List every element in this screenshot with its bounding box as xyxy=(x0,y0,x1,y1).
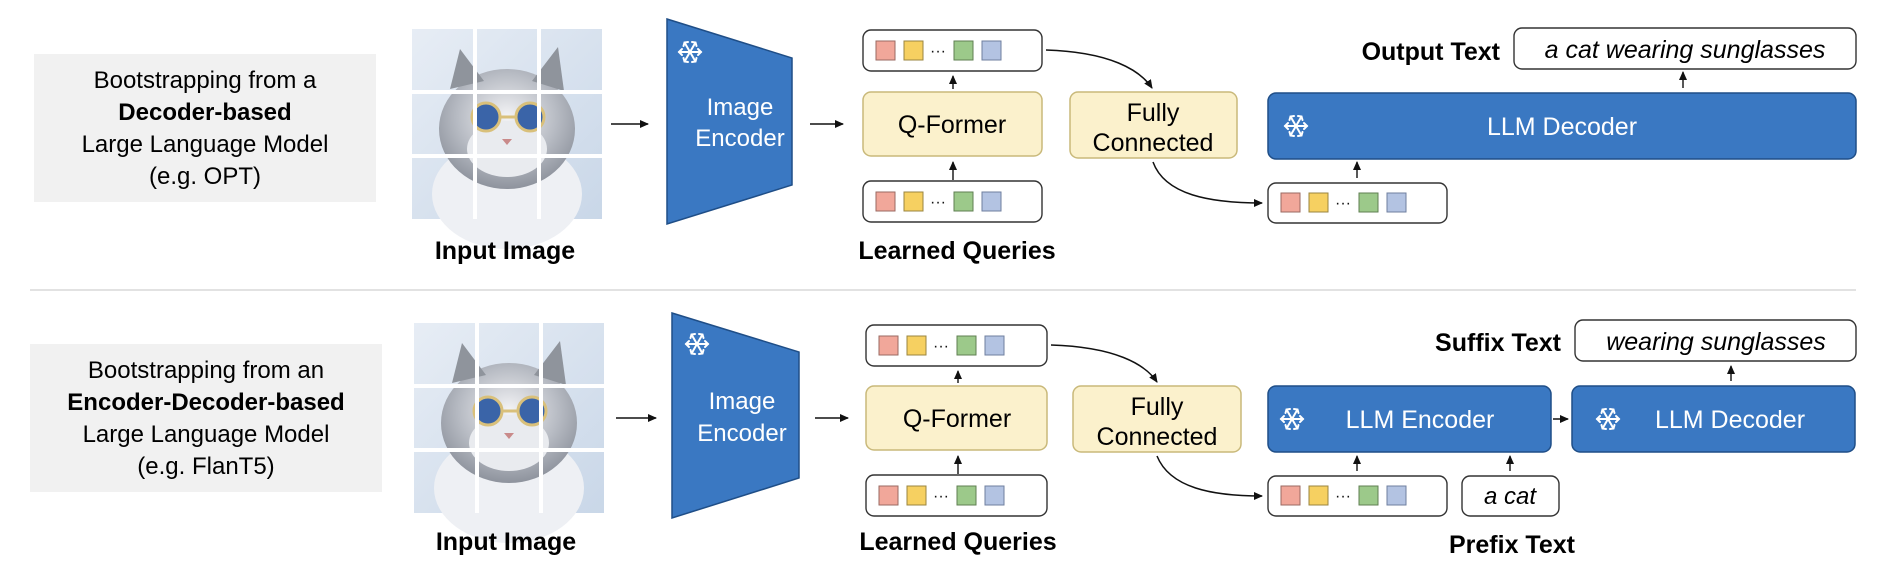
row-encoder-decoder-based: Bootstrapping from an Encoder-Decoder-ba… xyxy=(30,311,1857,559)
fully-connected-line2: Connected xyxy=(1097,423,1218,451)
suffix-text-box xyxy=(1574,319,1857,362)
output-text: a cat wearing sunglasses xyxy=(1545,36,1826,64)
side-label-line4: (e.g. OPT) xyxy=(149,163,261,190)
input-image-label: Input Image xyxy=(435,237,575,265)
side-label-line3: Large Language Model xyxy=(82,131,329,158)
cat-image xyxy=(410,27,604,251)
side-label-line2: Encoder-Decoder-based xyxy=(67,389,344,416)
llm-encoder-box xyxy=(1267,385,1552,453)
side-label-line2: Decoder-based xyxy=(118,99,291,126)
side-label-line3: Large Language Model xyxy=(83,421,330,448)
image-encoder xyxy=(666,17,793,226)
suffix-text: wearing sunglasses xyxy=(1606,328,1826,356)
token-strip xyxy=(875,40,1002,61)
fully-connected-line2: Connected xyxy=(1093,129,1214,157)
image-encoder-line2: Encoder xyxy=(697,420,786,447)
output-text-box xyxy=(1513,27,1857,70)
qformer-label: Q-Former xyxy=(903,405,1011,433)
image-encoder xyxy=(671,311,800,520)
side-label-panel xyxy=(34,54,376,202)
token-strip xyxy=(878,485,1005,506)
llm-decoder-label: LLM Decoder xyxy=(1655,406,1805,434)
arrow-icon xyxy=(1152,161,1263,207)
image-encoder-line1: Image xyxy=(709,388,776,415)
llm-decoder-label: LLM Decoder xyxy=(1487,113,1637,141)
prefix-text: a cat xyxy=(1484,483,1537,510)
token-strip xyxy=(878,335,1005,356)
side-label-line4: (e.g. FlanT5) xyxy=(137,453,274,480)
image-encoder-line1: Image xyxy=(707,94,774,121)
arrow-icon xyxy=(1045,49,1153,89)
qformer-box xyxy=(862,91,1043,157)
prefix-text-label: Prefix Text xyxy=(1449,531,1576,559)
output-text-label: Output Text xyxy=(1362,38,1501,66)
token-strip xyxy=(875,191,1002,212)
arrow-icon xyxy=(1156,455,1263,500)
fully-connected-line1: Fully xyxy=(1127,99,1180,127)
token-strip xyxy=(1280,485,1407,506)
llm-decoder-box xyxy=(1571,385,1856,453)
fully-connected-line1: Fully xyxy=(1131,393,1184,421)
llm-encoder-label: LLM Encoder xyxy=(1346,406,1495,434)
qformer-label: Q-Former xyxy=(898,111,1006,139)
fully-connected-box xyxy=(1072,385,1242,453)
cat-image xyxy=(412,321,606,545)
learned-queries-tokens xyxy=(862,180,1043,223)
row-decoder-based: Bootstrapping from a Decoder-based Large… xyxy=(34,17,1857,265)
qformer-box xyxy=(865,385,1048,451)
side-label-line1: Bootstrapping from an xyxy=(88,357,324,384)
prefix-text-box xyxy=(1461,475,1560,517)
side-label-line1: Bootstrapping from a xyxy=(94,67,317,94)
fully-connected-box xyxy=(1069,91,1238,159)
learned-queries-label: Learned Queries xyxy=(859,528,1056,556)
suffix-text-label: Suffix Text xyxy=(1435,329,1562,357)
token-strip xyxy=(1280,192,1407,213)
input-image-label: Input Image xyxy=(436,528,576,556)
side-label-panel xyxy=(30,344,382,492)
query-output-tokens xyxy=(862,29,1043,72)
arrow-icon xyxy=(1050,344,1158,383)
llm-decoder-box xyxy=(1267,92,1857,160)
image-encoder-line2: Encoder xyxy=(695,125,784,152)
learned-queries-label: Learned Queries xyxy=(858,237,1055,265)
